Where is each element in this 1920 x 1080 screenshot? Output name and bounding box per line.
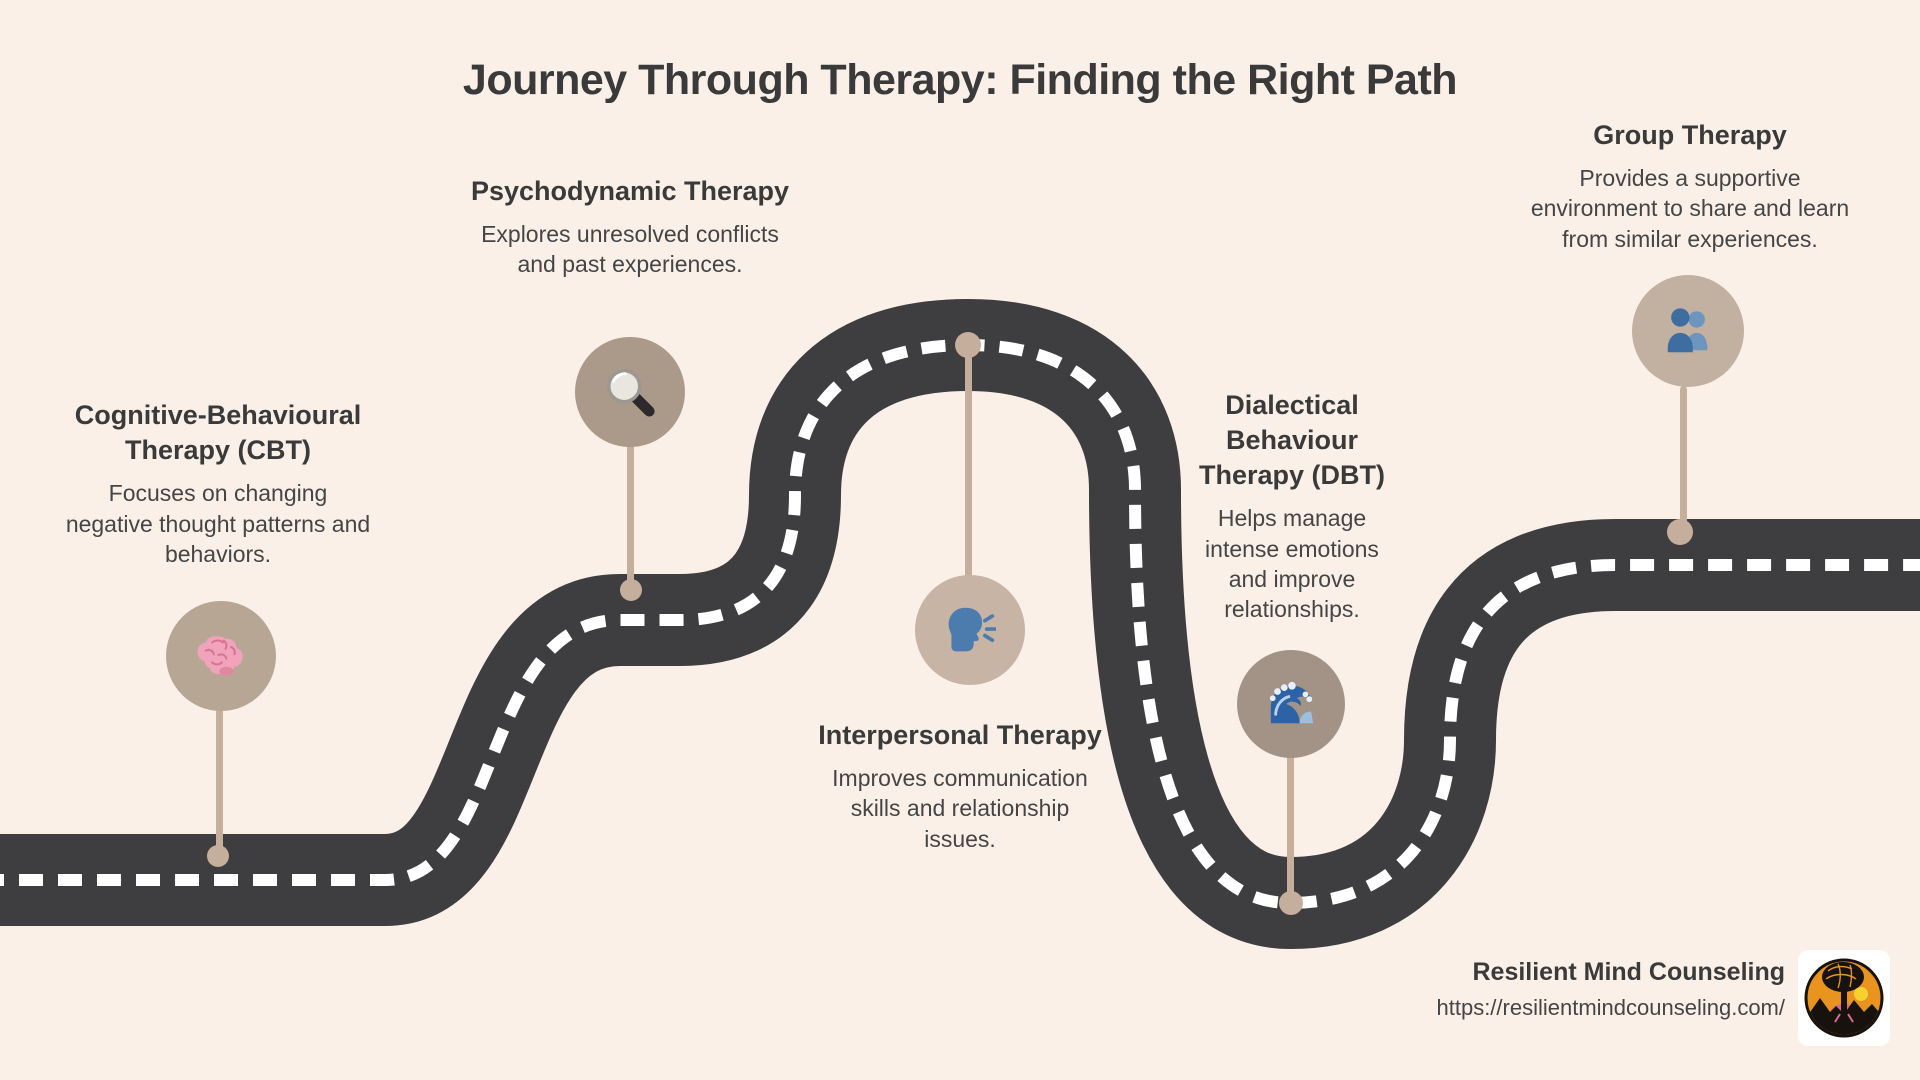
- interpersonal-description: Improves communication skills and relati…: [832, 765, 1088, 852]
- cbt-marker: [166, 601, 276, 711]
- cbt-description: Focuses on changing negative thought pat…: [65, 480, 371, 567]
- psychodynamic-description: Explores unresolved conflicts and past e…: [481, 221, 779, 278]
- cbt-road-dot: [207, 845, 229, 867]
- milestone-interpersonal: Interpersonal Therapy Improves communica…: [794, 718, 1126, 854]
- milestone-dbt: Dialectical Behaviour Therapy (DBT) Help…: [1181, 388, 1403, 625]
- speaking-head-icon: [948, 607, 996, 652]
- psychodynamic-title: Psychodynamic Therapy: [470, 176, 790, 206]
- group-road-dot: [1667, 519, 1693, 545]
- two-people-icon: [1667, 308, 1708, 353]
- group-connector: [1680, 386, 1687, 532]
- milestone-psychodynamic: Psychodynamic Therapy Explores unresolve…: [452, 174, 808, 280]
- milestone-cbt: Cognitive-Behavioural Therapy (CBT) Focu…: [50, 398, 386, 569]
- tree-brain-logo-icon: [1798, 950, 1890, 1046]
- footer-url: https://resilientmindcounseling.com/: [1436, 995, 1786, 1020]
- dbt-connector: [1287, 755, 1294, 903]
- group-title: Group Therapy: [1593, 120, 1787, 150]
- interpersonal-connector: [965, 350, 972, 578]
- interpersonal-title: Interpersonal Therapy: [818, 720, 1102, 750]
- milestone-group: Group Therapy Provides a supportive envi…: [1522, 118, 1858, 254]
- footer-brand: Resilient Mind Counseling: [1472, 958, 1785, 986]
- brain-icon: [197, 636, 243, 676]
- footer: Resilient Mind Counseling https://resili…: [1437, 958, 1786, 1021]
- group-marker: [1632, 275, 1744, 387]
- ocean-wave-icon: [1269, 681, 1314, 724]
- cbt-connector: [216, 708, 223, 856]
- interpersonal-marker: [915, 575, 1025, 685]
- cbt-title: Cognitive-Behavioural Therapy (CBT): [74, 400, 362, 466]
- magnifying-glass-icon: [607, 369, 655, 417]
- road-center-line: [0, 338, 1920, 910]
- group-description: Provides a supportive environment to sha…: [1530, 165, 1850, 252]
- psychodynamic-road-dot: [620, 579, 642, 601]
- dbt-marker: [1237, 650, 1345, 758]
- page-title: Journey Through Therapy: Finding the Rig…: [462, 56, 1458, 104]
- dbt-title: Dialectical Behaviour Therapy (DBT): [1198, 390, 1385, 491]
- psychodynamic-marker: [575, 337, 685, 447]
- interpersonal-road-dot: [955, 332, 981, 358]
- psychodynamic-connector: [627, 443, 634, 591]
- resilient-mind-logo: [1798, 950, 1890, 1051]
- dbt-description: Helps manage intense emotions and improv…: [1205, 505, 1379, 623]
- dbt-road-dot: [1279, 891, 1303, 915]
